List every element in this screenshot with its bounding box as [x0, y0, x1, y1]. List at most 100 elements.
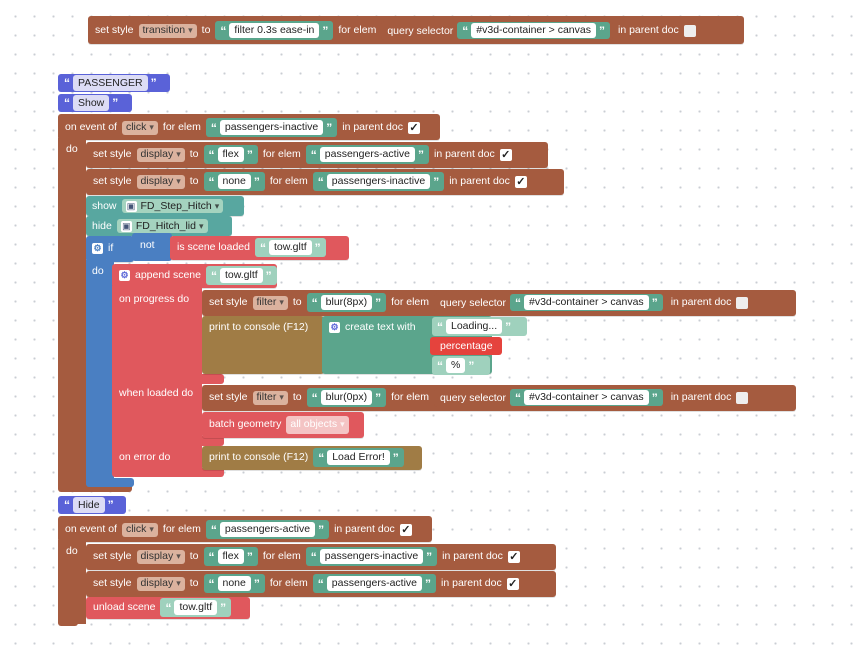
- element-id-field[interactable]: passengers-inactive: [319, 549, 424, 564]
- set-style-display-flex-block[interactable]: set style display to “ flex ” for elem “…: [86, 142, 548, 168]
- text-part-field[interactable]: Loading...: [446, 319, 503, 334]
- element-text-block[interactable]: “ passengers-active ”: [312, 574, 437, 593]
- object-dropdown[interactable]: ▣ FD_Step_Hitch: [121, 199, 224, 213]
- element-text-block[interactable]: “ passengers-active ”: [305, 145, 429, 164]
- quote-close-icon: ”: [220, 600, 227, 615]
- element-text-block[interactable]: “ passengers-inactive ”: [205, 118, 338, 137]
- comment-block-hide[interactable]: “ Hide ”: [58, 496, 126, 514]
- style-value-field[interactable]: blur(0px): [320, 390, 373, 405]
- object-dropdown[interactable]: ▣ FD_Hitch_lid: [116, 219, 208, 233]
- comment-block-passenger[interactable]: “ PASSENGER ”: [58, 74, 170, 92]
- gear-icon[interactable]: ⚙: [119, 270, 130, 281]
- scene-name-field[interactable]: tow.gltf: [174, 600, 218, 615]
- query-selector-block[interactable]: query selector “ #v3d-container > canvas…: [434, 388, 666, 407]
- scene-text-block[interactable]: “ tow.gltf ”: [254, 238, 326, 257]
- text-part-percent[interactable]: “ % ”: [432, 356, 490, 375]
- hide-object-block[interactable]: hide ▣ FD_Hitch_lid: [86, 216, 232, 236]
- style-property-dropdown[interactable]: display: [136, 576, 185, 591]
- style-property-dropdown[interactable]: transition: [138, 23, 197, 38]
- style-value-field[interactable]: flex: [217, 147, 244, 162]
- in-parent-doc-checkbox[interactable]: ✓: [514, 175, 527, 188]
- comment-block-show[interactable]: “ Show ”: [58, 94, 132, 112]
- in-parent-doc-checkbox[interactable]: [736, 296, 749, 309]
- in-parent-doc-checkbox[interactable]: [683, 24, 696, 37]
- event-block-show[interactable]: on event of click for elem “ passengers-…: [58, 114, 440, 140]
- comment-text[interactable]: Hide: [73, 497, 105, 513]
- print-error-block[interactable]: print to console (F12) “ Load Error! ”: [202, 446, 422, 470]
- message-text-block[interactable]: “ Load Error! ”: [313, 448, 404, 467]
- element-id-field[interactable]: passengers-inactive: [219, 120, 324, 135]
- text-value-block[interactable]: “ blur(8px) ”: [306, 293, 387, 312]
- set-style-blur0-block[interactable]: set style filter to “ blur(0px) ” for el…: [202, 385, 796, 411]
- show-object-block[interactable]: show ▣ FD_Step_Hitch: [86, 196, 244, 216]
- object-name: FD_Step_Hitch: [140, 199, 212, 212]
- element-id-field[interactable]: passengers-active: [219, 522, 316, 537]
- selector-field[interactable]: #v3d-container > canvas: [523, 390, 649, 405]
- selector-text-block[interactable]: “ #v3d-container > canvas ”: [509, 389, 663, 406]
- variable-percentage[interactable]: percentage: [430, 337, 502, 355]
- objects-selector[interactable]: all objects: [286, 415, 349, 434]
- style-value-field[interactable]: flex: [217, 549, 244, 564]
- comment-text[interactable]: PASSENGER: [73, 75, 148, 91]
- element-text-block[interactable]: “ passengers-active ”: [205, 520, 330, 539]
- element-id-field[interactable]: passengers-inactive: [326, 174, 431, 189]
- print-to-console-block[interactable]: print to console (F12): [202, 316, 324, 374]
- text-value-block[interactable]: “ flex ”: [203, 145, 258, 164]
- style-value-field[interactable]: blur(8px): [320, 295, 373, 310]
- event-type-dropdown[interactable]: click: [121, 120, 158, 135]
- style-property-dropdown[interactable]: display: [136, 147, 185, 162]
- in-parent-doc-checkbox[interactable]: ✓: [499, 148, 512, 161]
- text-part-loading[interactable]: “ Loading... ”: [432, 317, 527, 336]
- in-parent-doc-checkbox[interactable]: ✓: [407, 121, 420, 134]
- scene-text-block[interactable]: “ tow.gltf ”: [160, 598, 232, 617]
- event-type-dropdown[interactable]: click: [121, 522, 158, 537]
- if-block[interactable]: ⚙ if: [86, 236, 134, 262]
- selector-text-block[interactable]: “ #v3d-container > canvas ”: [457, 22, 610, 39]
- set-style-display-none-block-hide[interactable]: set style display to “ none ” for elem “…: [86, 571, 556, 597]
- text-value-block[interactable]: “ blur(0px) ”: [306, 388, 387, 407]
- in-parent-doc-checkbox[interactable]: ✓: [399, 523, 412, 536]
- style-value-field[interactable]: none: [217, 174, 251, 189]
- event-block-hide[interactable]: on event of click for elem “ passengers-…: [58, 516, 432, 542]
- text-value-block[interactable]: “ none ”: [203, 574, 265, 593]
- batch-geometry-block[interactable]: batch geometry all objects: [202, 412, 364, 438]
- style-value-field[interactable]: filter 0.3s ease-in: [229, 23, 320, 38]
- selector-field[interactable]: #v3d-container > canvas: [471, 23, 596, 38]
- set-style-display-none-block[interactable]: set style display to “ none ” for elem “…: [86, 169, 564, 195]
- style-property-dropdown[interactable]: filter: [252, 390, 288, 405]
- text-value-block[interactable]: “ none ”: [203, 172, 265, 191]
- set-style-display-flex-block-hide[interactable]: set style display to “ flex ” for elem “…: [86, 544, 556, 570]
- selector-field[interactable]: #v3d-container > canvas: [523, 295, 649, 310]
- scene-name-field[interactable]: tow.gltf: [268, 240, 312, 255]
- on-event-label: on event of: [65, 121, 117, 134]
- selector-text-block[interactable]: “ #v3d-container > canvas ”: [509, 294, 663, 311]
- style-value-field[interactable]: none: [217, 576, 251, 591]
- text-value-block[interactable]: “ flex ”: [203, 547, 258, 566]
- element-text-block[interactable]: “ passengers-inactive ”: [305, 547, 438, 566]
- style-property-dropdown[interactable]: display: [136, 549, 185, 564]
- query-selector-block[interactable]: query selector “ #v3d-container > canvas…: [434, 293, 666, 312]
- query-selector-block[interactable]: query selector “ #v3d-container > canvas…: [381, 21, 613, 40]
- style-property-dropdown[interactable]: filter: [252, 295, 288, 310]
- scene-text-block[interactable]: “ tow.gltf ”: [205, 266, 277, 285]
- style-property-dropdown[interactable]: display: [136, 174, 185, 189]
- message-field[interactable]: Load Error!: [327, 450, 390, 465]
- append-scene-block[interactable]: ⚙ append scene “ tow.gltf ”: [112, 264, 277, 288]
- is-scene-loaded-block[interactable]: is scene loaded “ tow.gltf ”: [170, 236, 349, 260]
- text-value-block[interactable]: “ filter 0.3s ease-in ”: [215, 21, 334, 40]
- scene-name-field[interactable]: tow.gltf: [219, 268, 263, 283]
- unload-scene-block[interactable]: unload scene “ tow.gltf ”: [86, 597, 250, 619]
- set-style-blur8-block[interactable]: set style filter to “ blur(8px) ” for el…: [202, 290, 796, 316]
- set-style-transition-block[interactable]: set style transition to “ filter 0.3s ea…: [88, 16, 744, 44]
- element-id-field[interactable]: passengers-active: [319, 147, 415, 162]
- gear-icon[interactable]: ⚙: [329, 321, 340, 333]
- element-text-block[interactable]: “ passengers-inactive ”: [312, 172, 445, 191]
- text-part-field[interactable]: %: [446, 358, 466, 373]
- comment-text[interactable]: Show: [73, 95, 110, 111]
- in-parent-doc-checkbox[interactable]: [736, 391, 749, 404]
- gear-icon[interactable]: ⚙: [92, 242, 103, 254]
- in-parent-doc-checkbox[interactable]: ✓: [507, 550, 520, 563]
- element-id-field[interactable]: passengers-active: [326, 576, 423, 591]
- in-parent-doc-checkbox[interactable]: ✓: [506, 577, 519, 590]
- not-block[interactable]: not: [132, 233, 172, 261]
